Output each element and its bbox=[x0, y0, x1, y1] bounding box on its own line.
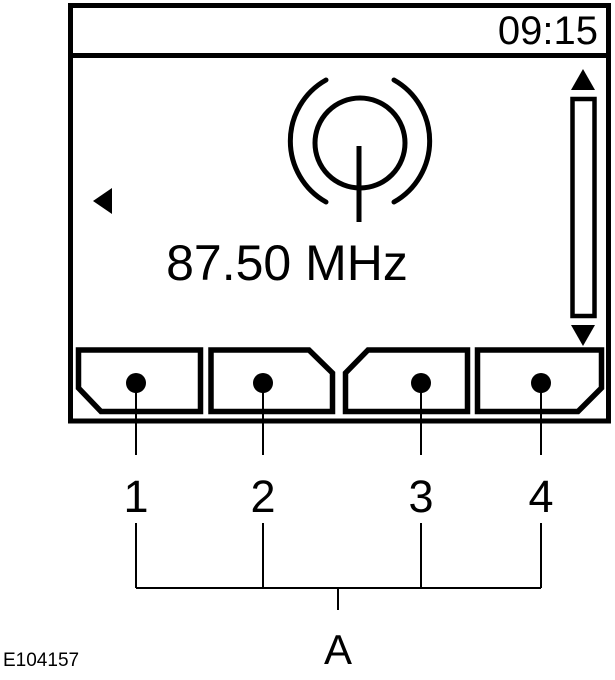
callout-number-4: 4 bbox=[528, 471, 553, 522]
figure-id: E104157 bbox=[3, 650, 79, 671]
up-arrowhead-icon[interactable] bbox=[571, 69, 595, 90]
antenna-wave-right bbox=[391, 77, 433, 205]
callout-number-2: 2 bbox=[250, 471, 275, 522]
left-arrowhead-icon bbox=[93, 188, 112, 214]
preset-4-callout-dot bbox=[531, 373, 551, 393]
preset-2-callout-dot bbox=[253, 373, 273, 393]
antenna-wave-left bbox=[287, 77, 329, 205]
preset-1-callout-dot bbox=[126, 373, 146, 393]
scrollbar[interactable] bbox=[570, 69, 597, 346]
clock-time: 09:15 bbox=[498, 9, 598, 53]
callout-annotations: 1 2 3 4 A bbox=[123, 392, 554, 673]
group-label: A bbox=[324, 626, 352, 673]
down-arrowhead-icon[interactable] bbox=[571, 325, 595, 346]
callout-number-3: 3 bbox=[408, 471, 433, 522]
scrollbar-track[interactable] bbox=[570, 96, 597, 319]
frequency-readout: 87.50 MHz bbox=[166, 235, 408, 291]
radio-display: 09:15 87.50 MHz bbox=[68, 3, 611, 424]
preset-buttons bbox=[75, 347, 605, 415]
preset-button-3[interactable] bbox=[342, 347, 471, 415]
antenna-icon bbox=[287, 77, 433, 222]
preset-3-callout-dot bbox=[411, 373, 431, 393]
callout-number-1: 1 bbox=[123, 471, 148, 522]
